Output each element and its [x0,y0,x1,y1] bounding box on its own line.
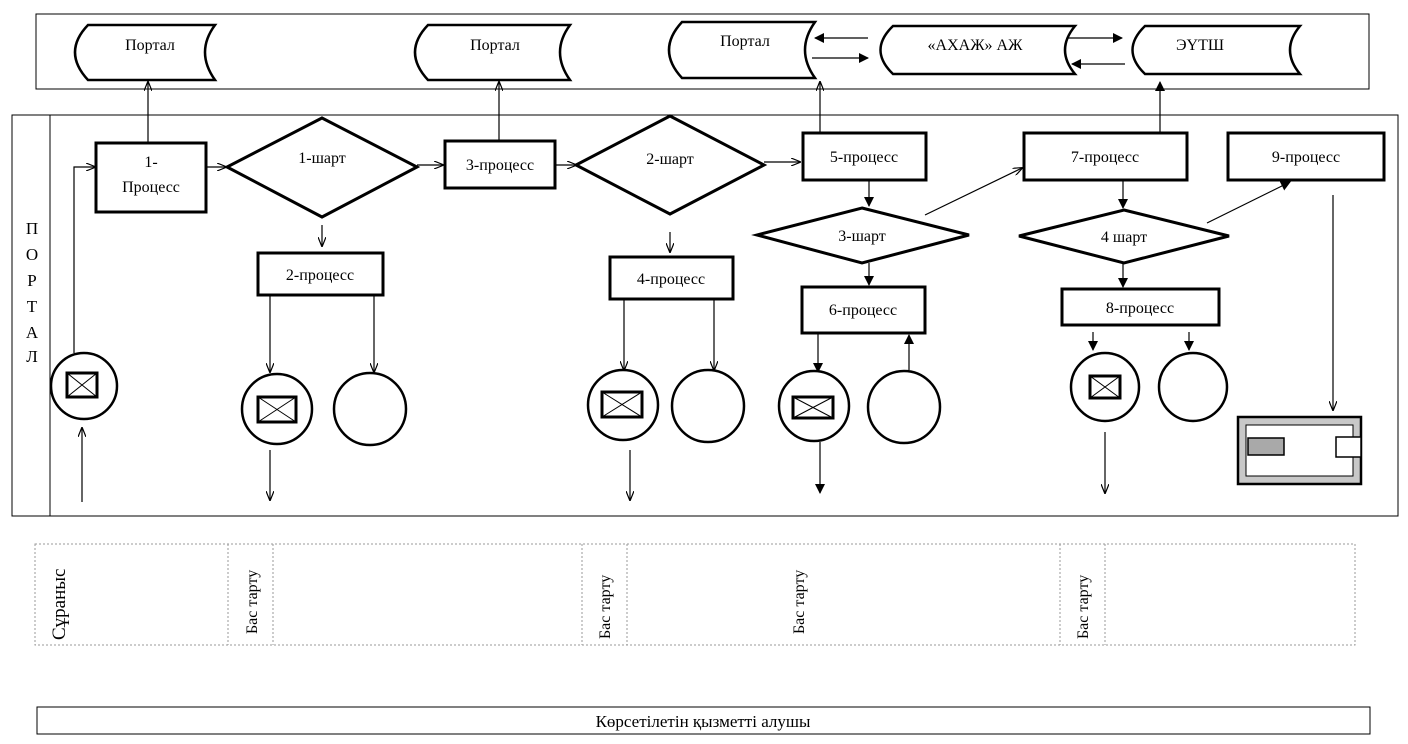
svg-text:6-процесс: 6-процесс [829,302,897,319]
end-event-4 [1157,351,1229,423]
system-ahazh: «АХАЖ» АЖ [879,24,1078,76]
arrow-c4-to-p9 [1206,181,1291,224]
svg-text:4-процесс: 4-процесс [637,271,705,288]
svg-text:3-шарт: 3-шарт [838,228,886,245]
system-eutsh-label: ЭҮТШ [1176,37,1224,54]
message-event-3 [777,369,851,443]
process-1: 1- Процесс [94,141,208,214]
portal-lane [11,114,1399,517]
process-6: 6-процесс [800,285,927,335]
process-3: 3-процесс [443,139,557,190]
svg-text:Процесс: Процесс [122,179,180,196]
arrow-c3-to-p7 [924,168,1022,216]
svg-text:1-: 1- [144,154,157,171]
condition-3: 3-шарт [751,206,970,265]
message-event-2 [586,368,660,442]
system-portal-1-label: Портал [125,37,175,54]
condition-4: 4 шарт [1018,208,1230,265]
condition-2: 2-шарт [572,114,768,216]
svg-text:1-шарт: 1-шарт [298,150,346,167]
process-4: 4-процесс [608,255,735,301]
envelope-icon [256,395,298,424]
envelope-icon [1088,374,1122,400]
svg-text:3-процесс: 3-процесс [466,157,534,174]
svg-text:Т: Т [27,297,38,316]
system-portal-1: Портал [73,23,218,82]
condition-1: 1-шарт [223,116,421,219]
label-request: Сұраныс [49,569,70,640]
system-portal-2: Портал [413,23,573,82]
process-2: 2-процесс [256,251,385,297]
svg-text:2-шарт: 2-шарт [646,151,694,168]
end-event-2 [670,368,746,444]
svg-text:П: П [26,219,38,238]
message-event-1 [240,372,314,446]
message-event-4 [1069,351,1141,423]
envelope-icon [600,390,644,419]
system-ahazh-label: «АХАЖ» АЖ [928,37,1024,54]
system-portal-3-label: Портал [720,33,770,50]
label-refuse-3: Бас тарту [791,570,808,634]
svg-text:4 шарт: 4 шарт [1101,229,1147,246]
recipient-lane [34,543,1356,646]
svg-text:7-процесс: 7-процесс [1071,149,1139,166]
system-portal-3: Портал [667,20,818,80]
svg-text:5-процесс: 5-процесс [830,149,898,166]
arrow-start-to-p1 [73,167,95,353]
svg-text:8-процесс: 8-процесс [1106,300,1174,317]
end-event-3 [866,369,942,445]
svg-text:9-процесс: 9-процесс [1272,149,1340,166]
label-refuse-4: Бас тарту [1075,575,1092,639]
svg-text:Л: Л [26,347,38,366]
start-message-event [49,351,119,421]
portal-lane-label: П О Р Т А Л [26,219,39,366]
end-event-1 [332,371,408,447]
svg-text:А: А [26,323,39,342]
system-eutsh: ЭҮТШ [1131,24,1303,76]
recipient-box [36,706,1371,735]
process-5: 5-процесс [801,131,928,182]
label-refuse-1: Бас тарту [244,570,261,634]
recipient-caption: Көрсетілетін қызметті алушы [596,712,811,731]
label-refuse-2: Бас тарту [597,575,614,639]
system-portal-2-label: Портал [470,37,520,54]
process-8: 8-процесс [1060,287,1221,327]
process-9: 9-процесс [1226,131,1386,182]
envelope-icon [791,395,835,420]
systems-band [35,13,1370,90]
envelope-icon [65,371,99,399]
svg-text:О: О [26,245,38,264]
svg-text:Р: Р [27,271,36,290]
svg-text:2-процесс: 2-процесс [286,267,354,284]
process-7: 7-процесс [1022,131,1189,182]
result-document-icon [1236,415,1363,486]
